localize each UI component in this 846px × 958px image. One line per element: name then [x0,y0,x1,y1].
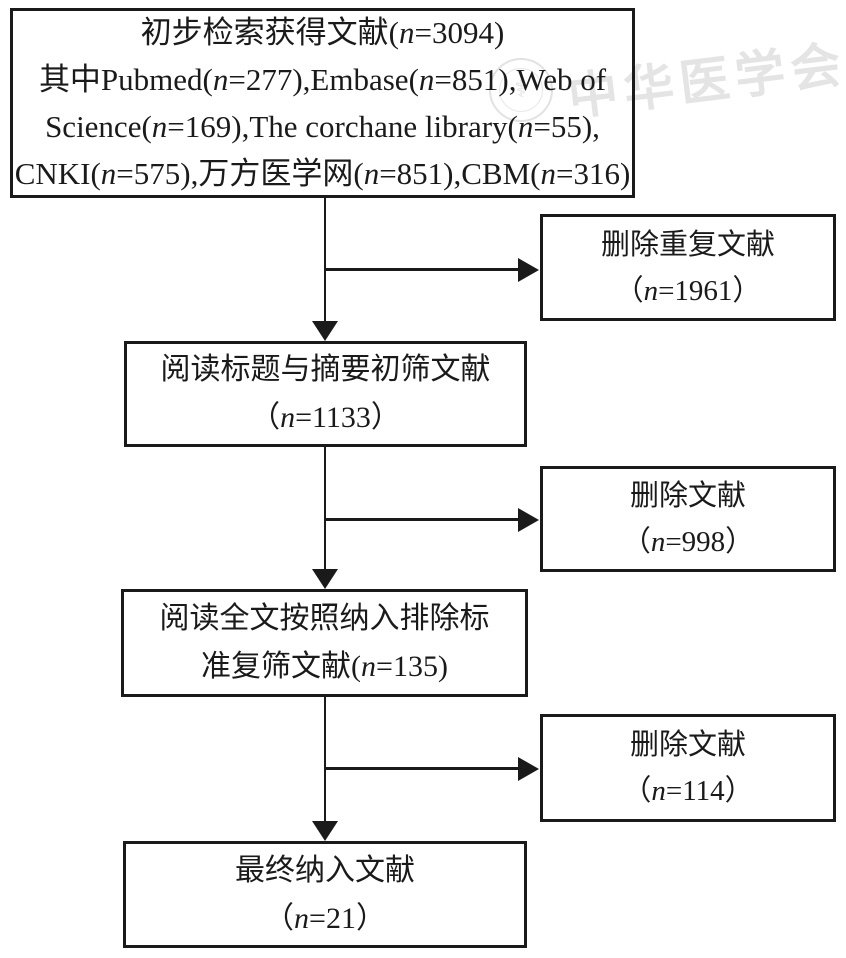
node-text-line: 删除文献 [629,729,746,761]
connector-line-vertical-1 [324,198,326,324]
node-excluded-first-screen: 删除文献 （n=998） [540,466,836,572]
node-text-line: 删除重复文献 [600,228,775,261]
node-fulltext-screen: 阅读全文按照纳入排除标 准复筛文献(n=135) [121,589,528,697]
node-text-line: 其中Pubmed(n=277),Embase(n=851),Web of [38,62,607,97]
node-initial-search: 初步检索获得文献(n=3094) 其中Pubmed(n=277),Embase(… [10,8,635,198]
arrow-right-icon-1 [518,258,539,282]
node-title-abstract-screen: 阅读标题与摘要初筛文献 （n=1133） [124,341,527,447]
node-text-line: （n=21） [264,901,386,935]
node-excluded-fulltext-screen: 删除文献 （n=114） [540,714,836,822]
arrow-down-icon-1 [312,321,338,341]
node-text-line: 准复筛文献(n=135) [201,650,448,683]
node-text-line: 阅读标题与摘要初筛文献 [160,353,491,386]
arrow-right-icon-3 [518,757,539,781]
node-text-line: （n=1961） [614,274,762,307]
connector-line-branch-3 [325,767,518,770]
node-text-line: （n=998） [621,526,755,558]
node-text-line: （n=114） [622,775,754,807]
connector-line-vertical-3 [324,696,326,824]
node-duplicates-removed: 删除重复文献 （n=1961） [540,214,836,321]
node-final-included: 最终纳入文献 （n=21） [123,841,527,948]
node-text-line: CNKI(n=575),万方医学网(n=851),CBM(n=316) [14,156,631,191]
connector-line-branch-1 [325,268,518,271]
watermark-seal-icon: ⚕ [489,58,553,122]
caduceus-icon: ⚕ [499,68,543,112]
node-text-line: Science(n=169),The corchane library(n=55… [45,109,600,144]
connector-line-branch-2 [325,518,518,521]
arrow-down-icon-2 [312,569,338,589]
node-text-line: 最终纳入文献 [235,853,415,887]
node-text-line: 初步检索获得文献(n=3094) [140,15,505,50]
arrow-down-icon-3 [312,821,338,841]
connector-line-vertical-2 [324,446,326,572]
node-text-line: 删除文献 [629,480,746,512]
arrow-right-icon-2 [518,508,539,532]
node-text-line: （n=1133） [250,401,401,434]
node-text-line: 阅读全文按照纳入排除标 [159,602,490,635]
